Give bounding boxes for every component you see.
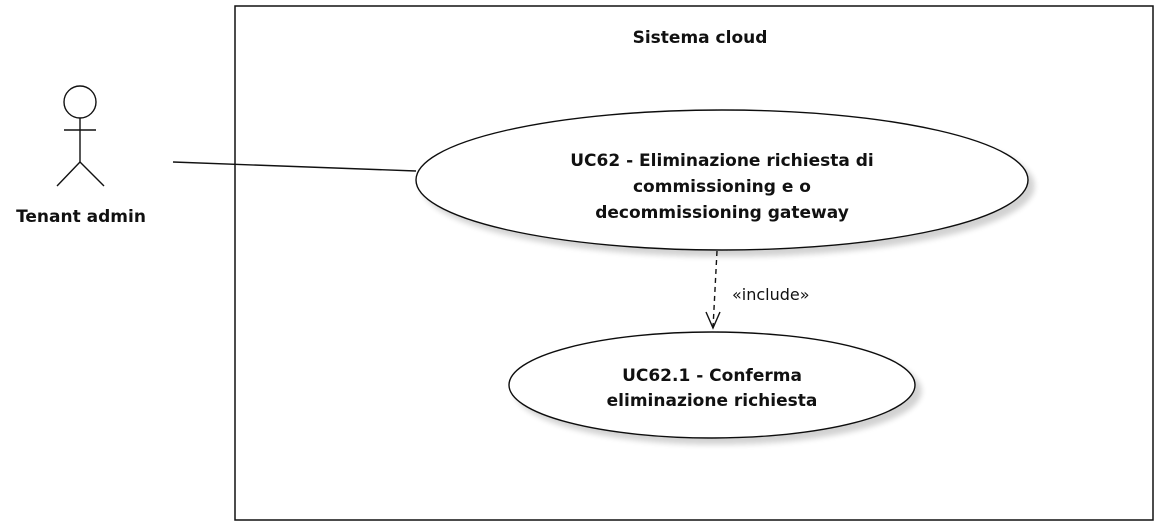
actor-label: Tenant admin — [16, 207, 146, 227]
include-relation: «include» — [705, 250, 810, 330]
system-title: Sistema cloud — [633, 28, 768, 48]
uc62-1-label-line-2: eliminazione richiesta — [607, 391, 818, 411]
include-dashed-line — [712, 250, 718, 329]
system-boundary: Sistema cloud — [234, 5, 1154, 521]
uc62-label-line-3: decommissioning gateway — [595, 203, 849, 223]
uc62-label-line-2: commissioning e o — [633, 177, 811, 197]
actor-tenant-admin: Tenant admin — [16, 85, 146, 227]
uc62-label-line-1: UC62 - Eliminazione richiesta di — [570, 151, 874, 171]
actor-stick-figure-icon — [56, 85, 105, 187]
association-line — [172, 161, 417, 172]
include-arrowhead-icon — [705, 311, 721, 330]
include-label: «include» — [732, 285, 810, 304]
uc62-1-label-line-1: UC62.1 - Conferma — [622, 366, 802, 386]
use-case-uc62: UC62 - Eliminazione richiesta di commiss… — [415, 109, 1029, 251]
use-case-uc62-1: UC62.1 - Conferma eliminazione richiesta — [508, 331, 916, 439]
